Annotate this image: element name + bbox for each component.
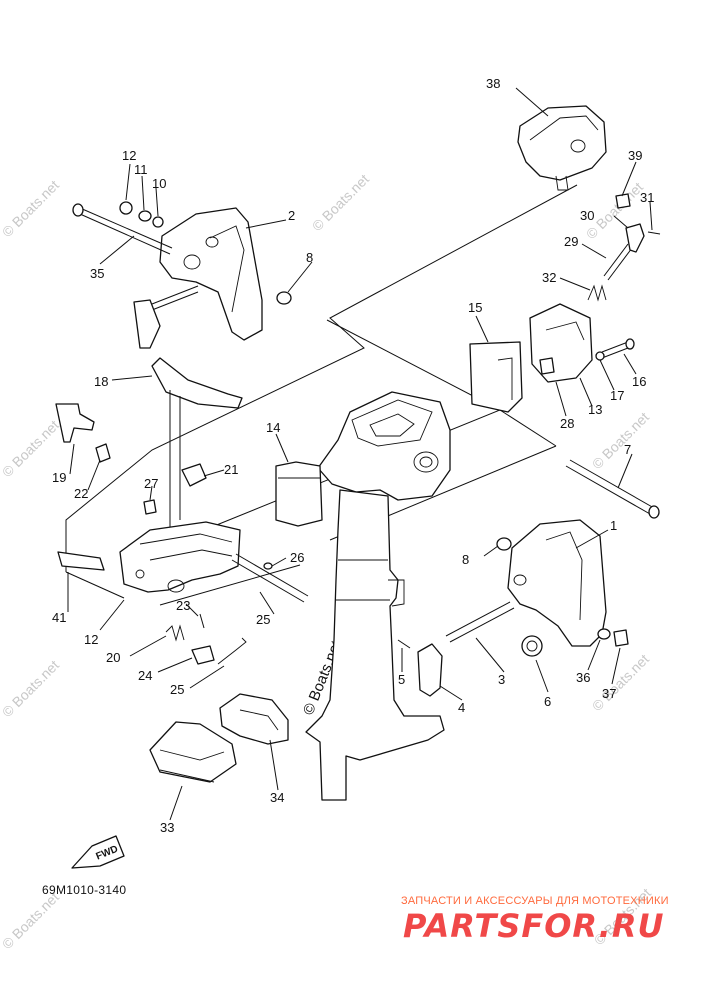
- part-15-bushing: [469, 341, 523, 413]
- callout-37: 36: [576, 670, 590, 685]
- callout-38: 37: [602, 686, 616, 701]
- callout-22: 22: [74, 486, 88, 501]
- parts-9-10-11-nuts: [119, 201, 164, 228]
- callout-8: 8: [306, 250, 313, 265]
- callout-12: 12: [84, 632, 98, 647]
- watermark: © Boats.net: [0, 657, 62, 720]
- callout-1: 1: [610, 518, 617, 533]
- part-20-spring: [165, 624, 185, 642]
- part-24-lever: [191, 645, 215, 665]
- part-28-bolt: [143, 499, 157, 515]
- callout-35: 34: [270, 790, 284, 805]
- part-1-bracket: [507, 519, 607, 647]
- part-25-spring-wire: [217, 637, 247, 665]
- watermark: © Boats.net: [589, 409, 652, 472]
- part-34-mount: [149, 721, 237, 783]
- callout-2: 2: [288, 208, 295, 223]
- callout-25: 25: [170, 682, 184, 697]
- part-13-housing: [529, 303, 593, 383]
- part-2-bracket: [159, 207, 263, 341]
- leader-lines: [67, 87, 653, 821]
- callout-29: 28: [560, 416, 574, 431]
- callout-21: 21: [224, 462, 238, 477]
- callout-23: 23: [176, 598, 190, 613]
- part-33-spring: [587, 284, 607, 302]
- part-7-bolt: [565, 459, 660, 519]
- callout-5: 5: [398, 672, 405, 687]
- part-41-plate: [57, 551, 105, 571]
- callout-3: 3: [498, 672, 505, 687]
- part-23-pin: [199, 613, 205, 629]
- callout-32: 31: [640, 190, 654, 205]
- part-19-lever: [55, 403, 111, 463]
- part-31-lever: [625, 223, 645, 253]
- drive-shaft-housing: [305, 391, 451, 801]
- part-14-bushing: [275, 461, 323, 527]
- part-30-screw: [603, 243, 633, 281]
- callout-33: 32: [542, 270, 556, 285]
- callout-27: 26: [290, 550, 304, 565]
- clamp-screw-upper: [133, 285, 292, 349]
- part-18-swivel: [151, 357, 243, 530]
- part-26-rod: [231, 553, 309, 603]
- callout-9: 10: [152, 176, 166, 191]
- part-35-mount: [219, 693, 289, 745]
- watermark: © Boats.net: [0, 889, 62, 952]
- callout-10: 11: [134, 162, 148, 177]
- callout-19: 19: [52, 470, 66, 485]
- callout-30: 29: [564, 234, 578, 249]
- part-4-handle: [417, 643, 443, 697]
- part-21-block: [181, 463, 207, 487]
- callout-16: 16: [632, 374, 646, 389]
- callout-31: 30: [580, 208, 594, 223]
- part-36-bolt: [72, 203, 173, 255]
- part-12-swivel-bracket: [119, 521, 241, 593]
- callout-28: 27: [144, 476, 158, 491]
- callout-6: 6: [544, 694, 551, 709]
- part-6-pad: [521, 635, 543, 657]
- part-5-pin: [397, 639, 411, 649]
- part-32-pin: [647, 231, 661, 235]
- fwd-arrow-icon: FWD: [71, 835, 125, 869]
- callout-36: 35: [90, 266, 104, 281]
- callout-14: 14: [266, 420, 280, 435]
- watermark: © Boats.net: [0, 177, 62, 240]
- part-40-nut: [615, 193, 631, 209]
- callout-18: 18: [94, 374, 108, 389]
- watermark: © Boats.net: [589, 651, 652, 714]
- shop-tagline: ЗАПЧАСТИ И АКСЕССУАРЫ ДЛЯ МОТОТЕХНИКИ: [401, 895, 669, 907]
- callout-39: 38: [486, 76, 500, 91]
- callout-26: 25: [256, 612, 270, 627]
- part-37-washer: [597, 628, 611, 640]
- callout-7: 7: [624, 442, 631, 457]
- part-39-bracket: [517, 105, 607, 191]
- part-3-screw: [445, 601, 515, 643]
- callout-11: 12: [122, 148, 136, 163]
- part-38-nut: [613, 629, 629, 647]
- callout-40: 39: [628, 148, 642, 163]
- callout-4: 4: [458, 700, 465, 715]
- callout-34: 33: [160, 820, 174, 835]
- part-8-washer: [496, 537, 512, 551]
- shop-logo: PARTSFOR.RU: [403, 907, 665, 945]
- callout-24: 24: [138, 668, 152, 683]
- callout-labels: 38 12 11 10 39 31 2 30 29 8 35 32 15 16 …: [52, 76, 654, 835]
- part-16-bolt: [595, 338, 635, 361]
- callout-8b: 8: [462, 552, 469, 567]
- callout-15: 15: [468, 300, 482, 315]
- watermark: © Boats.net: [309, 171, 372, 234]
- diagram-code: 69M1010-3140: [42, 883, 127, 897]
- callout-13: 13: [588, 402, 602, 417]
- callout-20: 20: [106, 650, 120, 665]
- callout-41: 41: [52, 610, 66, 625]
- callout-17: 17: [610, 388, 624, 403]
